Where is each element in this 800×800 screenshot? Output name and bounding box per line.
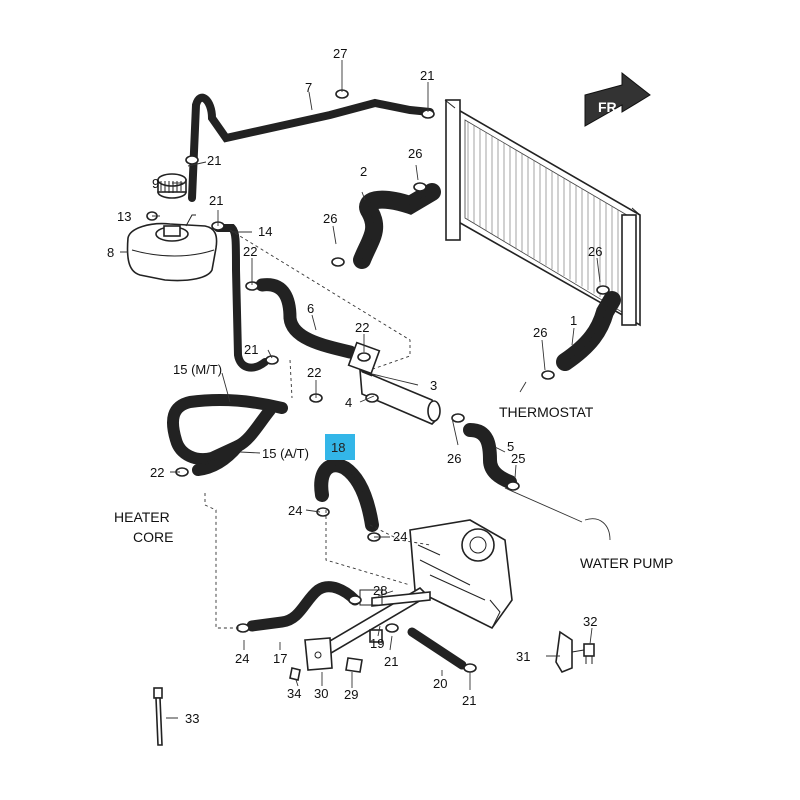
label-26: 26 xyxy=(533,325,547,340)
label-26: 26 xyxy=(408,146,422,161)
label-22: 22 xyxy=(355,320,369,335)
overflow-hose-7 xyxy=(188,93,434,202)
label-6: 6 xyxy=(307,301,314,316)
label-21: 21 xyxy=(462,693,476,708)
hose-clamp xyxy=(506,481,520,491)
bolt-29 xyxy=(345,657,363,673)
label-27: 27 xyxy=(333,46,347,61)
label-33: 33 xyxy=(185,711,199,726)
label-17: 17 xyxy=(273,651,287,666)
clamps xyxy=(175,89,610,673)
label-29: 29 xyxy=(344,687,358,702)
label-15-mt: 15 (M/T) xyxy=(173,362,222,377)
caption-water-pump: WATER PUMP xyxy=(580,555,673,571)
label-3: 3 xyxy=(430,378,437,393)
label-21: 21 xyxy=(207,153,221,168)
label-5: 5 xyxy=(507,439,514,454)
hose-clamp xyxy=(331,257,345,267)
hose-clamp xyxy=(348,595,362,605)
label-18-highlighted: 18 xyxy=(331,440,345,455)
bolt-32 xyxy=(583,643,595,664)
label-14: 14 xyxy=(258,224,272,239)
label-21: 21 xyxy=(244,342,258,357)
label-21: 21 xyxy=(384,654,398,669)
bolt-34 xyxy=(289,667,301,681)
fr-badge-text: FR xyxy=(598,99,617,115)
hose-18 xyxy=(314,458,379,532)
hose-5 xyxy=(463,423,517,489)
label-4: 4 xyxy=(345,395,352,410)
label-22: 22 xyxy=(243,244,257,259)
label-19: 19 xyxy=(370,636,384,651)
label-24: 24 xyxy=(235,651,249,666)
hose-clamp xyxy=(185,155,199,165)
reservoir-hose-14 xyxy=(214,224,269,372)
label-22: 22 xyxy=(150,465,164,480)
hose-clamp xyxy=(385,623,399,633)
water-pump-housing xyxy=(409,519,513,630)
label-7: 7 xyxy=(305,80,312,95)
captions: THERMOSTAT HEATER CORE WATER PUMP xyxy=(114,404,673,571)
part-numbers: 27 21 7 21 9 21 13 14 8 22 2 26 26 26 1 … xyxy=(107,46,602,726)
label-28: 28 xyxy=(373,583,387,598)
cable-tie-33 xyxy=(153,687,163,746)
label-22: 22 xyxy=(307,365,321,380)
label-34: 34 xyxy=(287,686,301,701)
label-21: 21 xyxy=(209,193,223,208)
coolant-reservoir xyxy=(126,214,218,282)
hose-clamp xyxy=(596,285,610,295)
label-15-at: 15 (A/T) xyxy=(262,446,309,461)
label-31: 31 xyxy=(516,649,530,664)
label-26: 26 xyxy=(447,451,461,466)
hose-20 xyxy=(407,627,467,670)
label-2: 2 xyxy=(360,164,367,179)
lower-radiator-hose xyxy=(556,291,621,371)
caption-thermostat: THERMOSTAT xyxy=(499,404,594,420)
radiator xyxy=(444,99,641,327)
bracket-30 xyxy=(304,637,333,671)
hose-clamp xyxy=(413,182,427,192)
label-24: 24 xyxy=(288,503,302,518)
label-32: 32 xyxy=(583,614,597,629)
upper-radiator-hose xyxy=(353,183,441,269)
heater-hose-15 xyxy=(167,394,288,476)
hose-clamp xyxy=(357,352,371,362)
caption-heater-core-line1: HEATER xyxy=(114,509,170,525)
reservoir-cap xyxy=(157,173,187,199)
hose-clamp xyxy=(365,393,379,403)
label-20: 20 xyxy=(433,676,447,691)
label-13: 13 xyxy=(117,209,131,224)
hose-clamp xyxy=(541,370,555,380)
leader-lines xyxy=(120,60,611,719)
caption-heater-core-line2: CORE xyxy=(133,529,173,545)
label-26: 26 xyxy=(323,211,337,226)
label-8: 8 xyxy=(107,245,114,260)
hose-clamp xyxy=(265,355,279,365)
hose-17 xyxy=(246,581,361,632)
bracket-31 xyxy=(555,630,585,673)
label-25: 25 xyxy=(511,451,525,466)
front-direction-arrow: FR xyxy=(584,71,651,127)
label-30: 30 xyxy=(314,686,328,701)
hose-clamp xyxy=(463,663,477,673)
hose-clamp xyxy=(451,413,465,423)
highlight-part-18[interactable]: 18 xyxy=(325,434,355,460)
label-24: 24 xyxy=(393,529,407,544)
label-26: 26 xyxy=(588,244,602,259)
label-9: 9 xyxy=(152,176,159,191)
label-1: 1 xyxy=(570,313,577,328)
label-21: 21 xyxy=(420,68,434,83)
hose-6 xyxy=(255,278,357,359)
